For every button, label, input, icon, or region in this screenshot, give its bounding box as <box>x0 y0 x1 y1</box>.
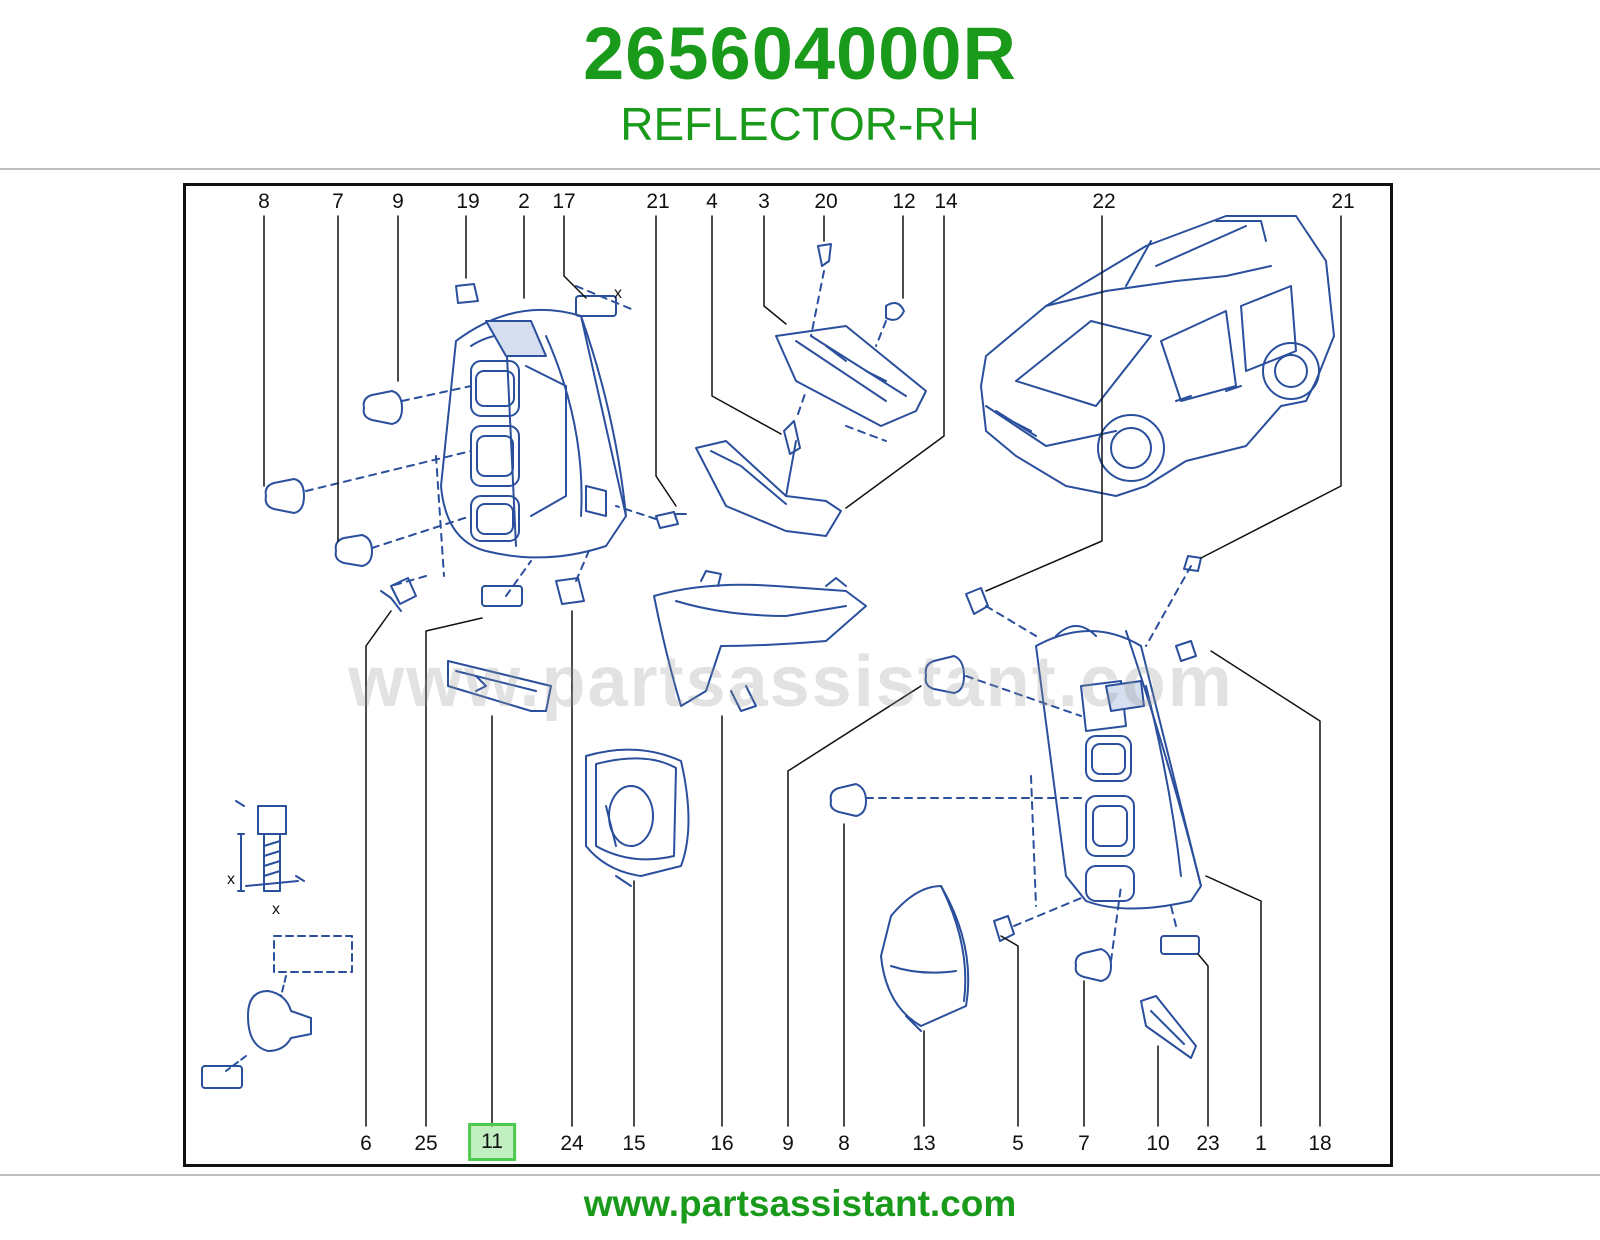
header: 265604000R REFLECTOR-RH <box>0 0 1600 168</box>
bottom-divider <box>0 1174 1600 1176</box>
dimension-detail <box>201 800 353 1089</box>
bottom-callout-leaders <box>365 610 1321 1127</box>
callout-24[interactable]: 24 <box>560 1132 584 1155</box>
callout-13[interactable]: 13 <box>912 1132 936 1155</box>
callout-15[interactable]: 15 <box>622 1132 646 1155</box>
reflector-strip-11 <box>447 660 552 712</box>
reflector-lens-13 <box>880 885 970 1032</box>
right-bulbs-and-parts <box>829 555 1202 1059</box>
callout-21[interactable]: 21 <box>646 190 670 213</box>
callout-18[interactable]: 18 <box>1308 1132 1332 1155</box>
callout-9[interactable]: 9 <box>392 190 404 213</box>
dimension-mark: x <box>272 901 280 918</box>
callout-25[interactable]: 25 <box>414 1132 438 1155</box>
left-tail-lamp-assembly <box>440 308 627 559</box>
callout-7-bottom[interactable]: 7 <box>1078 1132 1090 1155</box>
left-dashed-leaders <box>305 285 657 597</box>
vehicle-illustration <box>980 215 1335 497</box>
top-divider <box>0 168 1600 170</box>
right-dashed-leaders <box>865 565 1192 962</box>
footer-url-link[interactable]: www.partsassistant.com <box>583 1183 1017 1224</box>
callout-9-bottom[interactable]: 9 <box>782 1132 794 1155</box>
right-tail-lamp-assembly <box>1035 625 1202 910</box>
callout-23[interactable]: 23 <box>1196 1132 1220 1155</box>
callout-2[interactable]: 2 <box>518 190 530 213</box>
left-small-parts <box>380 295 617 612</box>
dimension-mark: x <box>614 285 622 302</box>
rear-lamp-housing-16 <box>653 570 867 712</box>
callout-14[interactable]: 14 <box>934 190 958 213</box>
callout-1[interactable]: 1 <box>1255 1132 1267 1155</box>
callout-16[interactable]: 16 <box>710 1132 734 1155</box>
callout-7[interactable]: 7 <box>332 190 344 213</box>
callout-11-highlighted[interactable]: 11 <box>468 1123 516 1161</box>
part-number: 265604000R <box>583 12 1017 95</box>
exploded-parts-diagram <box>201 215 1342 1127</box>
callout-17[interactable]: 17 <box>552 190 576 213</box>
center-high-mount-stop-lamp <box>695 243 927 537</box>
part-name: REFLECTOR-RH <box>620 98 980 150</box>
left-bulbs <box>264 283 687 567</box>
fog-lamp-15 <box>585 748 690 887</box>
callout-4[interactable]: 4 <box>706 190 718 213</box>
callout-20[interactable]: 20 <box>814 190 838 213</box>
callout-12[interactable]: 12 <box>892 190 916 213</box>
callout-3[interactable]: 3 <box>758 190 770 213</box>
parts-diagram-frame: www.partsassistant.com 8 7 9 19 2 17 21 … <box>183 183 1393 1167</box>
callout-6[interactable]: 6 <box>360 1132 372 1155</box>
callout-10[interactable]: 10 <box>1146 1132 1170 1155</box>
callout-8[interactable]: 8 <box>258 190 270 213</box>
center-dashed-leaders <box>797 270 887 442</box>
dimension-mark: x <box>227 871 235 888</box>
callout-21-right[interactable]: 21 <box>1331 190 1355 213</box>
top-callout-leaders <box>263 215 1342 592</box>
callout-22[interactable]: 22 <box>1092 190 1116 213</box>
callout-8-bottom[interactable]: 8 <box>838 1132 850 1155</box>
callout-19[interactable]: 19 <box>456 190 480 213</box>
callout-5[interactable]: 5 <box>1012 1132 1024 1155</box>
